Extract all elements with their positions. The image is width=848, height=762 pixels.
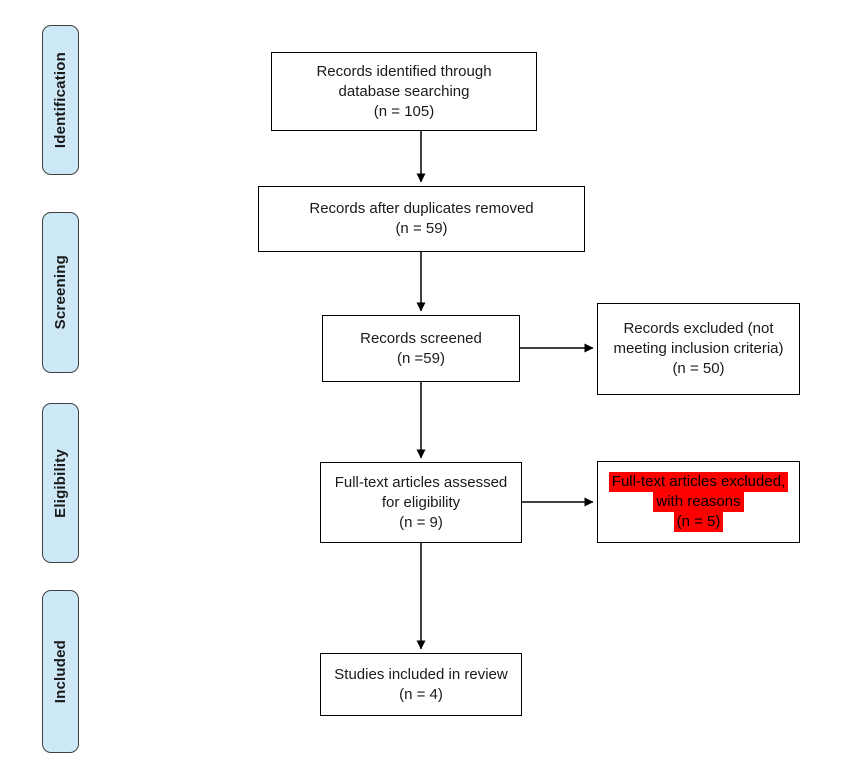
box-text-line-highlighted: Full-text articles excluded, — [608, 472, 789, 492]
box-count: (n =59) — [397, 349, 445, 367]
box-count-highlighted: (n = 5) — [673, 512, 724, 532]
box-text-line-highlighted: with reasons — [653, 492, 744, 512]
stage-label-text: Included — [52, 639, 69, 704]
stage-label-text: Eligibility — [52, 448, 69, 518]
box-count: (n = 105) — [373, 102, 435, 120]
box-records-excluded: Records excluded (not meeting inclusion … — [597, 303, 800, 395]
box-text-line: database searching — [338, 82, 470, 100]
box-records-identified: Records identified through database sear… — [271, 52, 537, 131]
stage-label-text: Identification — [52, 51, 69, 149]
stage-label-identification: Identification — [42, 25, 79, 175]
box-duplicates-removed: Records after duplicates removed (n = 59… — [258, 186, 585, 252]
box-text-line: Records identified through — [316, 62, 492, 80]
box-text-line: Records after duplicates removed — [309, 200, 534, 217]
box-fulltext-assessed: Full-text articles assessed for eligibil… — [320, 462, 522, 543]
box-text-line: Records excluded (not — [623, 320, 774, 337]
box-count: (n = 4) — [399, 685, 443, 703]
box-fulltext-excluded: Full-text articles excluded, with reason… — [597, 461, 800, 543]
box-studies-included: Studies included in review (n = 4) — [320, 653, 522, 716]
stage-label-text: Screening — [52, 255, 69, 330]
stage-label-included: Included — [42, 590, 79, 753]
stage-label-eligibility: Eligibility — [42, 403, 79, 563]
box-text-line: meeting inclusion criteria) — [613, 340, 784, 357]
box-count: (n = 59) — [395, 220, 448, 237]
box-text-line: Studies included in review — [334, 665, 508, 683]
box-records-screened: Records screened (n =59) — [322, 315, 520, 382]
box-text-line: for eligibility — [381, 493, 461, 511]
box-text-line: Records screened — [360, 329, 482, 347]
box-count: (n = 9) — [399, 513, 443, 531]
stage-label-screening: Screening — [42, 212, 79, 373]
box-count: (n = 50) — [672, 360, 725, 377]
box-text-line: Full-text articles assessed — [334, 473, 508, 491]
